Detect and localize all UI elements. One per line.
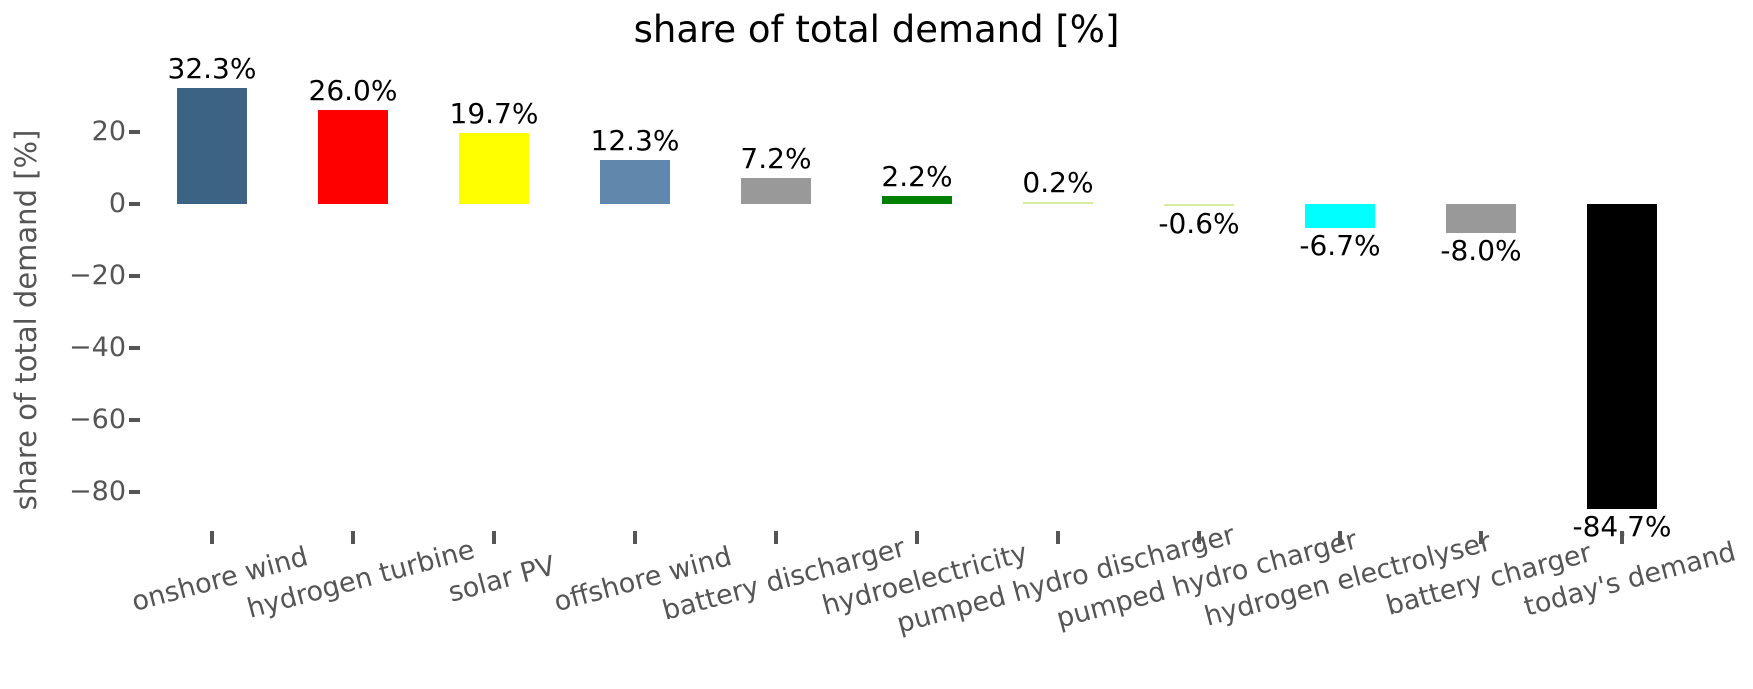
- value-label: 26.0%: [308, 74, 398, 107]
- bar-battery-discharger: [741, 178, 811, 204]
- x-tick-mark: [1338, 531, 1342, 544]
- value-label: -0.6%: [1158, 207, 1240, 240]
- x-tick-mark: [1197, 531, 1201, 544]
- bar-solar-pv: [459, 133, 529, 204]
- y-tick-label: −60: [69, 404, 126, 435]
- bar-hydrogen-electrolyser: [1305, 204, 1375, 228]
- x-tick-mark: [774, 531, 778, 544]
- value-label: 32.3%: [167, 52, 257, 85]
- value-label: 0.2%: [1022, 166, 1094, 199]
- bar-hydroelectricity: [882, 196, 952, 204]
- bar-offshore-wind: [600, 160, 670, 204]
- value-label: 2.2%: [881, 160, 953, 193]
- y-tick-mark: [129, 202, 140, 206]
- y-tick-label: −40: [69, 332, 126, 363]
- value-label: 7.2%: [740, 142, 812, 175]
- x-tick-mark: [1620, 531, 1624, 544]
- bar-battery-charger: [1446, 204, 1516, 233]
- y-axis-label: share of total demand [%]: [9, 129, 43, 511]
- y-tick-label: −20: [69, 260, 126, 291]
- x-tick-mark: [351, 531, 355, 544]
- bar-today-s-demand: [1587, 204, 1657, 509]
- bar-pumped-hydro-discharger: [1023, 202, 1093, 204]
- x-tick-mark: [210, 531, 214, 544]
- chart-title: share of total demand [%]: [633, 8, 1120, 51]
- value-label: -6.7%: [1299, 229, 1381, 262]
- value-label: -8.0%: [1440, 234, 1522, 267]
- value-label: 12.3%: [590, 124, 680, 157]
- x-tick-mark: [492, 531, 496, 544]
- y-tick-mark: [129, 274, 140, 278]
- y-tick-label: −80: [69, 476, 126, 507]
- x-tick-mark: [1056, 531, 1060, 544]
- y-tick-label: 0: [108, 188, 126, 219]
- y-tick-mark: [129, 130, 140, 134]
- y-tick-mark: [129, 490, 140, 494]
- y-tick-mark: [129, 346, 140, 350]
- bar-pumped-hydro-charger: [1164, 204, 1234, 206]
- bar-onshore-wind: [177, 88, 247, 204]
- x-tick-mark: [1479, 531, 1483, 544]
- x-tick-mark: [915, 531, 919, 544]
- y-tick-mark: [129, 418, 140, 422]
- value-label: 19.7%: [449, 97, 539, 130]
- bar-hydrogen-turbine: [318, 110, 388, 204]
- y-tick-label: 20: [91, 116, 126, 147]
- x-tick-mark: [633, 531, 637, 544]
